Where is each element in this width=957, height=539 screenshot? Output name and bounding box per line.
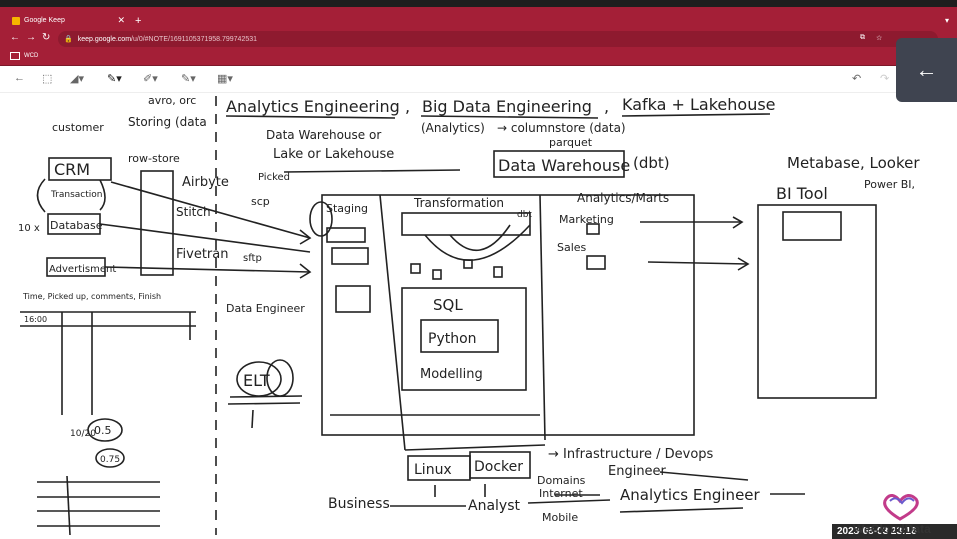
wb-bitool: BI Tool	[776, 184, 828, 203]
address-bar[interactable]: 🔒 keep.google.com /u/0/#NOTE/16911053719…	[58, 31, 938, 47]
wb-analytics-engineer: Analytics Engineer	[620, 486, 761, 504]
wb-elt: ELT	[243, 371, 270, 390]
browser-toolbar: ← → ↻ 🔒 keep.google.com /u/0/#NOTE/16911…	[0, 30, 957, 48]
wb-staging: Staging	[326, 202, 368, 215]
wb-business: Business	[328, 496, 390, 512]
wb-analyst: Analyst	[468, 498, 520, 514]
wb-crm: CRM	[54, 160, 90, 179]
tab-list-chevron-icon[interactable]: ▾	[944, 16, 949, 25]
wb-stitch: Stitch	[176, 205, 211, 219]
wb-tenx: 10 x	[18, 223, 40, 234]
timestamp-text: 2023-08-03 23:16	[837, 526, 917, 537]
wb-customer: customer	[52, 121, 104, 134]
wb-dwh: Data Warehouse	[498, 156, 630, 175]
overlay-back-arrow-icon: ←	[915, 57, 938, 82]
drawing-toolbar: ← ⬚ ◢▾ ✎▾ ✐▾ ✎▾ ▦▾ ↶ ↷	[0, 66, 957, 93]
marker-icon[interactable]: ✐▾	[143, 73, 158, 85]
lock-icon: 🔒	[64, 36, 73, 43]
wb-avro: avro, orc	[148, 94, 196, 107]
tab-title: Google Keep	[24, 17, 65, 24]
wb-internet: Internet	[539, 487, 583, 500]
reload-icon[interactable]: ↻	[42, 32, 51, 43]
wb-analytics-paren: (Analytics)	[421, 121, 485, 135]
wb-docker: Docker	[474, 459, 523, 475]
overlay-back-button[interactable]: ←	[896, 38, 957, 102]
wb-transformation: Transformation	[413, 196, 504, 210]
url-path: /u/0/#NOTE/1691105371958.799742531	[131, 35, 258, 43]
highlighter-icon[interactable]: ✎▾	[181, 73, 196, 85]
bookmark-folder[interactable]: WCD	[10, 52, 38, 60]
share-icon[interactable]: ⧉	[860, 34, 865, 41]
eraser-icon[interactable]: ◢▾	[70, 73, 84, 85]
wb-advertisement: Advertisment	[49, 264, 116, 275]
wb-rowstore: row-store	[128, 152, 180, 165]
wb-linux: Linux	[414, 462, 452, 478]
wb-header-comma1: ,	[405, 97, 410, 116]
wb-database: Database	[50, 219, 103, 232]
wb-time-val: 16:00	[24, 315, 47, 324]
wb-parquet: parquet	[549, 136, 593, 149]
wb-header-kafka: Kafka + Lakehouse	[622, 95, 776, 114]
wb-dw-or: Data Warehouse or	[266, 128, 381, 142]
wb-storing: Storing (data	[128, 115, 207, 129]
wb-modelling: Modelling	[420, 367, 483, 382]
back-icon[interactable]: ←	[10, 32, 20, 43]
wb-infra: → Infrastructure / Devops	[548, 447, 714, 462]
wb-data-engineer: Data Engineer	[226, 302, 305, 315]
wb-header-analytics: Analytics Engineering	[226, 97, 400, 116]
window-top-strip	[0, 0, 957, 7]
undo-icon[interactable]: ↶	[852, 73, 862, 85]
wb-scp: scp	[251, 195, 270, 208]
wb-dbt: (dbt)	[633, 154, 670, 172]
wb-sftp: sftp	[243, 253, 262, 264]
wb-time-row: Time, Picked up, comments, Finish	[22, 292, 161, 301]
wb-fivetran: Fivetran	[176, 247, 228, 262]
wb-marketing: Marketing	[559, 213, 614, 226]
pen-icon[interactable]: ✎▾	[107, 73, 122, 85]
folder-icon	[10, 52, 20, 60]
wb-transaction: Transaction	[50, 190, 103, 200]
wb-powerbi: Power BI,	[864, 178, 915, 191]
wb-mobile: Mobile	[542, 511, 578, 524]
wb-header-comma2: ,	[604, 97, 609, 116]
wb-sales: Sales	[557, 241, 587, 254]
bookmark-folder-label: WCD	[24, 53, 39, 59]
redo-icon[interactable]: ↷	[880, 73, 890, 85]
whiteboard-canvas[interactable]: Analytics Engineering , Big Data Enginee…	[0, 92, 957, 539]
forward-icon[interactable]: →	[26, 32, 36, 43]
wecloud-logo-icon	[883, 494, 919, 521]
tab-bar: Google Keep ✕ + ▾	[0, 7, 957, 30]
wb-header-bigdata: Big Data Engineering	[422, 97, 592, 116]
bookmarks-bar: WCD	[0, 48, 957, 66]
url-host: keep.google.com	[77, 35, 132, 43]
tab-close-icon[interactable]: ✕	[117, 15, 125, 25]
wb-d075: 0.75	[100, 455, 120, 465]
wb-frac: 10/20	[70, 429, 96, 439]
wb-python: Python	[428, 331, 477, 347]
wb-metabase: Metabase, Looker	[787, 154, 920, 172]
grid-icon[interactable]: ▦▾	[217, 73, 233, 85]
select-icon[interactable]: ⬚	[42, 73, 53, 85]
star-icon[interactable]: ☆	[876, 35, 883, 42]
wb-airbyte: Airbyte	[182, 175, 229, 190]
new-tab-button[interactable]: +	[135, 15, 142, 27]
wb-analytics-marts: Analytics/Marts	[577, 191, 669, 205]
browser-tab[interactable]: Google Keep ✕	[6, 11, 128, 30]
wb-sql: SQL	[433, 296, 463, 314]
wb-columnstore: → columnstore (data)	[497, 121, 626, 135]
wb-dbt-small: dbt	[517, 210, 532, 220]
wb-domains: Domains	[537, 474, 586, 487]
back-arrow-icon[interactable]: ←	[14, 72, 25, 84]
wb-d05: 0.5	[94, 424, 112, 437]
logo-text: WeCloudData	[853, 522, 931, 536]
wb-infra-eng: Engineer	[608, 464, 667, 479]
wb-lake: Lake or Lakehouse	[273, 147, 394, 162]
timestamp-stamp: 2023-08-03 23:16	[832, 524, 957, 539]
keep-favicon-icon	[12, 16, 20, 25]
wb-picked: Picked	[258, 172, 290, 183]
